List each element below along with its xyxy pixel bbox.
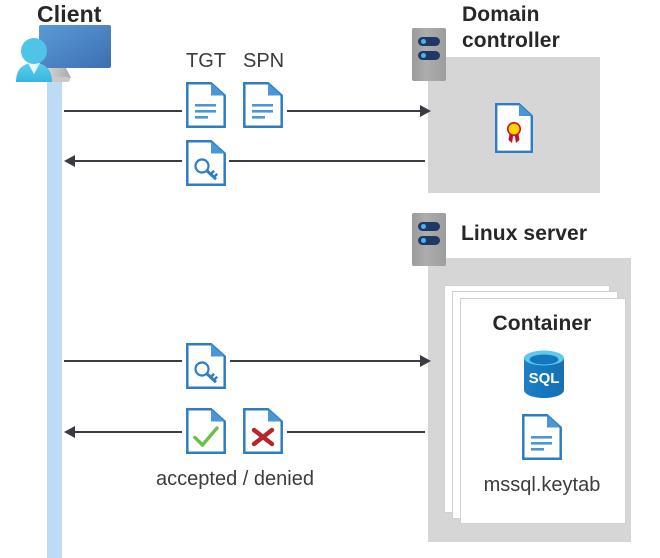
message-2-line-left <box>75 160 182 162</box>
message-1-line-left <box>64 110 182 112</box>
message-1-arrowhead <box>420 104 431 117</box>
page-title-client: Client <box>37 1 102 27</box>
text-document-icon-spn <box>243 82 283 128</box>
keytab-document-icon <box>522 414 562 460</box>
domain-controller-title-line2: controller <box>462 29 560 52</box>
page-title-linux-server: Linux server <box>461 222 588 245</box>
container-card-front[interactable] <box>460 298 626 524</box>
server-rack-icon-linux-server <box>412 213 446 266</box>
page-title-domain-controller: Domain controller <box>462 2 560 54</box>
message-2-line-right <box>229 160 425 162</box>
message-4-line-left <box>75 431 182 433</box>
key-document-icon-request <box>186 343 226 389</box>
server-rack-icon-domain-controller <box>412 28 446 81</box>
keytab-label: mssql.keytab <box>483 474 601 496</box>
client-computer-user-icon <box>8 22 116 84</box>
key-document-icon-ticket-response <box>186 140 226 186</box>
label-accepted-denied: accepted / denied <box>156 468 314 490</box>
sql-database-icon: SQL <box>521 349 567 399</box>
message-2-arrowhead <box>64 154 75 167</box>
message-3-line-left <box>64 360 182 362</box>
message-4-line-right <box>287 431 425 433</box>
sql-label: SQL <box>529 370 560 387</box>
container-title: Container <box>492 312 592 335</box>
x-document-icon-denied <box>243 408 283 454</box>
message-3-line-right <box>230 360 422 362</box>
label-tgt: TGT <box>186 50 226 72</box>
message-1-line-right <box>287 110 422 112</box>
label-spn: SPN <box>243 50 285 72</box>
check-document-icon-accepted <box>186 408 226 454</box>
message-3-arrowhead <box>420 354 431 367</box>
certificate-document-icon <box>495 103 533 153</box>
message-4-arrowhead <box>64 425 75 438</box>
domain-controller-title-line1: Domain <box>462 3 540 26</box>
text-document-icon-tgt <box>186 82 226 128</box>
